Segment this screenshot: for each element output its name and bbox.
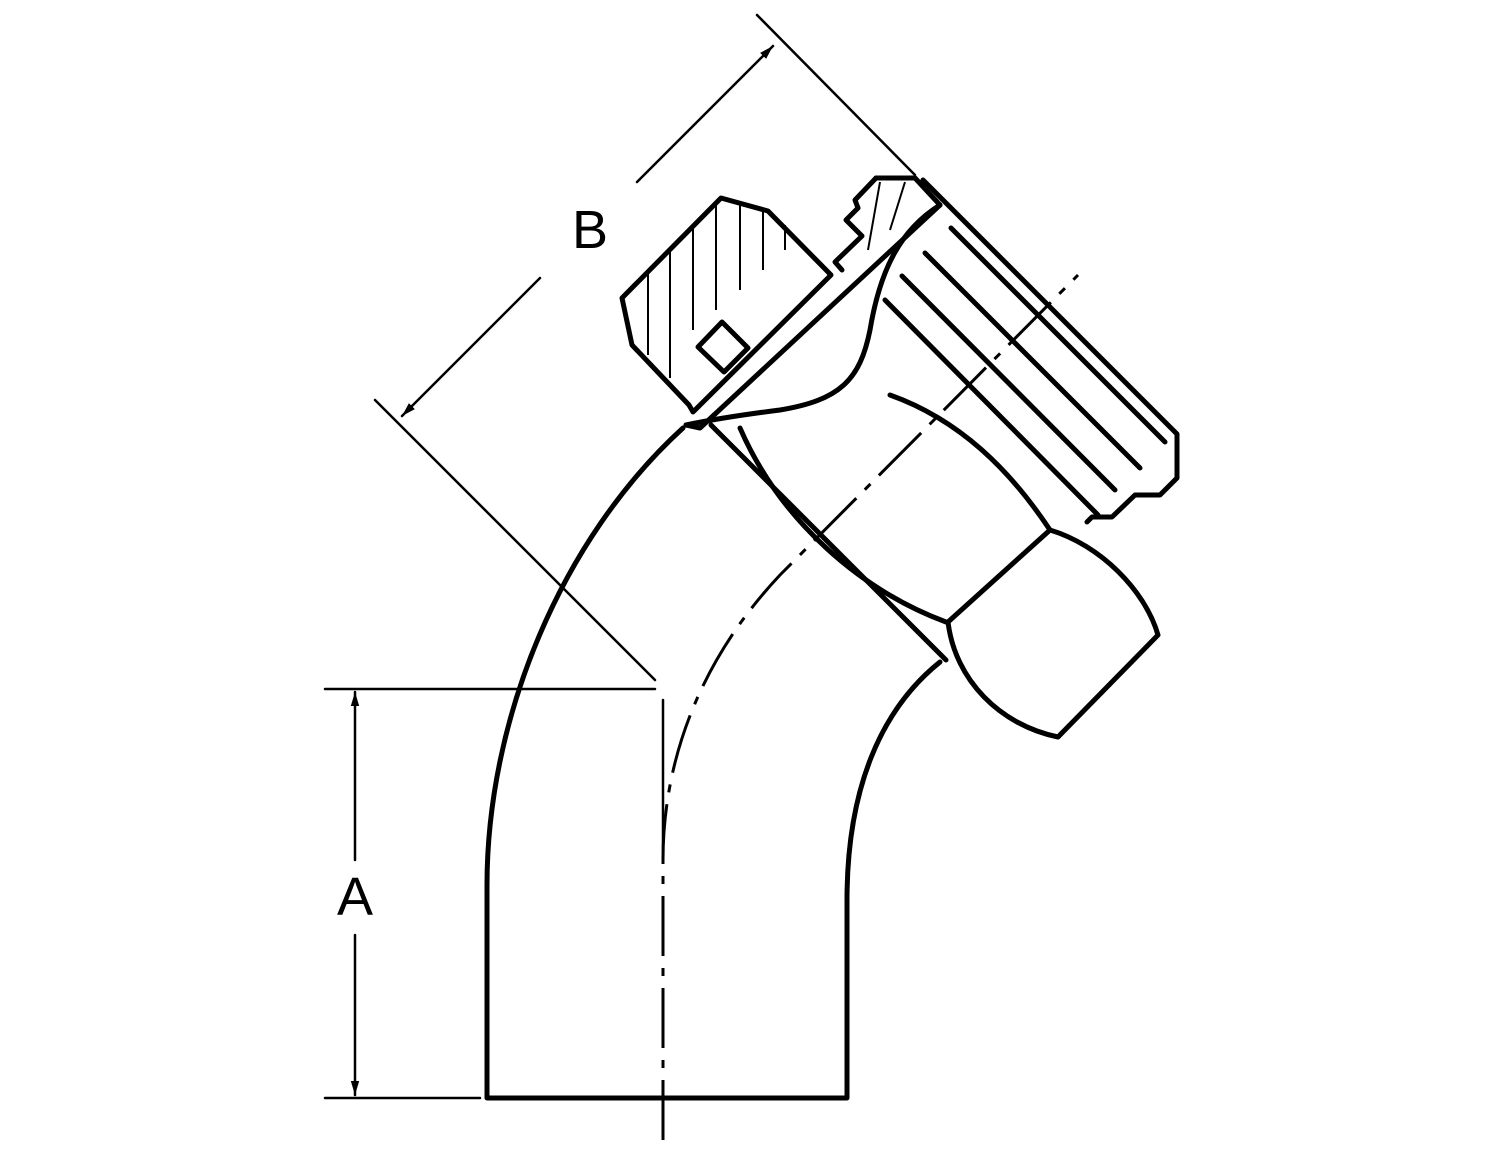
dimension-b-label: B xyxy=(572,200,608,260)
inner-bend-curve xyxy=(844,659,943,903)
dimension-b: B xyxy=(373,13,917,682)
dimension-a-label: A xyxy=(337,867,373,927)
weld-transition-curve xyxy=(737,425,949,625)
coupling-nut-section xyxy=(619,175,906,415)
hex-nut xyxy=(887,392,1161,740)
threaded-end xyxy=(683,175,1180,525)
elbow-body xyxy=(484,422,949,1101)
dimension-a: A xyxy=(323,687,657,1100)
flange-face-line xyxy=(708,422,949,663)
outer-bend-curve xyxy=(484,425,686,888)
tube-straight-section xyxy=(484,882,850,1101)
